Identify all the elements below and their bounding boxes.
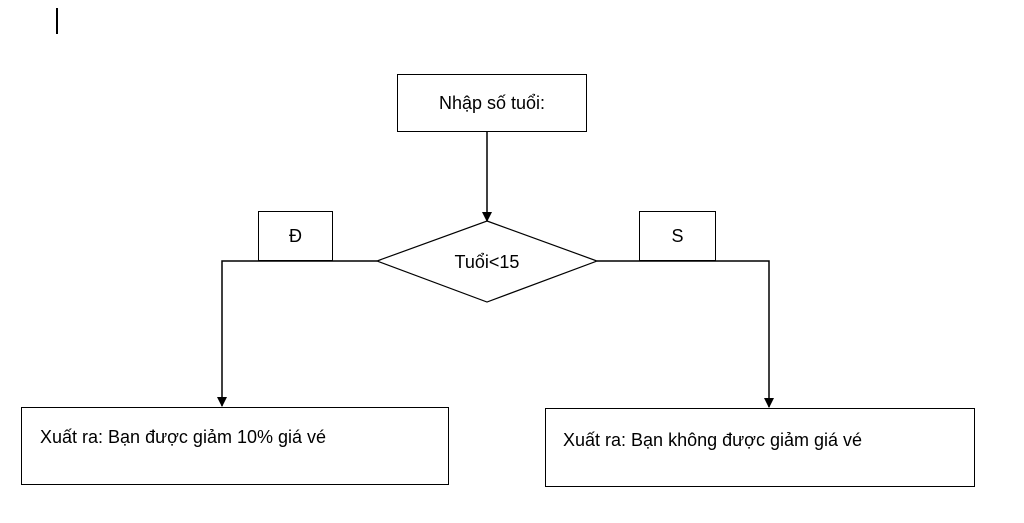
yes-label-box: Đ [258,211,333,261]
yes-output-text: Xuất ra: Bạn được giảm 10% giá vé [40,427,327,447]
no-label-text: S [671,226,684,246]
no-output-text: Xuất ra: Bạn không được giảm giá vé [563,430,863,450]
decision-text: Tuổi<15 [454,251,520,272]
yes-label-text: Đ [289,226,302,246]
no-label-box: S [639,211,716,261]
input-step-box: Nhập số tuổi: [397,74,587,132]
arrow-yes-branch [217,260,377,407]
yes-output-box: Xuất ra: Bạn được giảm 10% giá vé [21,407,449,485]
input-step-text: Nhập số tuổi: [438,93,546,113]
decision-diamond [375,220,599,303]
no-output-box: Xuất ra: Bạn không được giảm giá vé [545,408,975,487]
text-cursor [56,8,58,34]
arrow-no-branch [597,260,774,408]
